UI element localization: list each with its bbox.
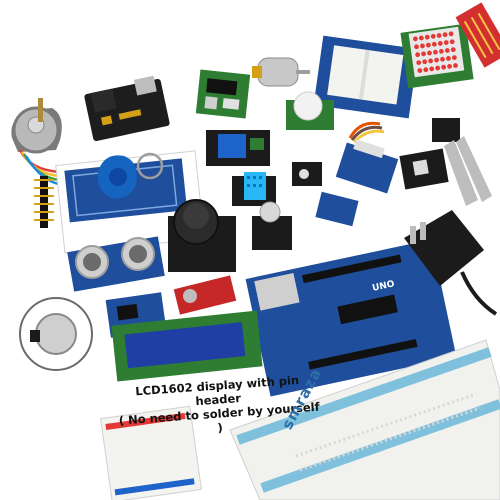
ic-relay-board [195, 69, 251, 119]
dc-motor [252, 57, 310, 87]
pir-sensor [286, 91, 334, 130]
rotary-encoder [252, 201, 292, 250]
power-supply-module [84, 75, 170, 142]
pin-header [34, 176, 54, 228]
breadboard [229, 339, 500, 500]
blue-sensor-module [315, 191, 359, 227]
dht11-sensor [232, 172, 276, 206]
arduino-uno: UNO [245, 239, 457, 397]
servo [335, 121, 399, 194]
joystick [168, 199, 236, 272]
coin-battery [19, 297, 93, 371]
soil-sensor [432, 118, 492, 206]
water-sensor [455, 2, 500, 68]
small-sensor-board [292, 162, 322, 186]
power-adapter [404, 210, 498, 316]
lcd1602 [111, 310, 263, 382]
jumper-breadboard [100, 405, 202, 500]
board-label: UNO [371, 279, 395, 294]
ultrasonic-sensor [67, 236, 165, 292]
rfid-keyfob [97, 152, 164, 199]
sound-sensor [173, 275, 237, 315]
stepper-motor [11, 98, 97, 187]
prototype-shield [313, 35, 419, 119]
sensor-module [399, 148, 449, 190]
led-dot-matrix [400, 23, 474, 89]
relay-module [206, 130, 270, 166]
